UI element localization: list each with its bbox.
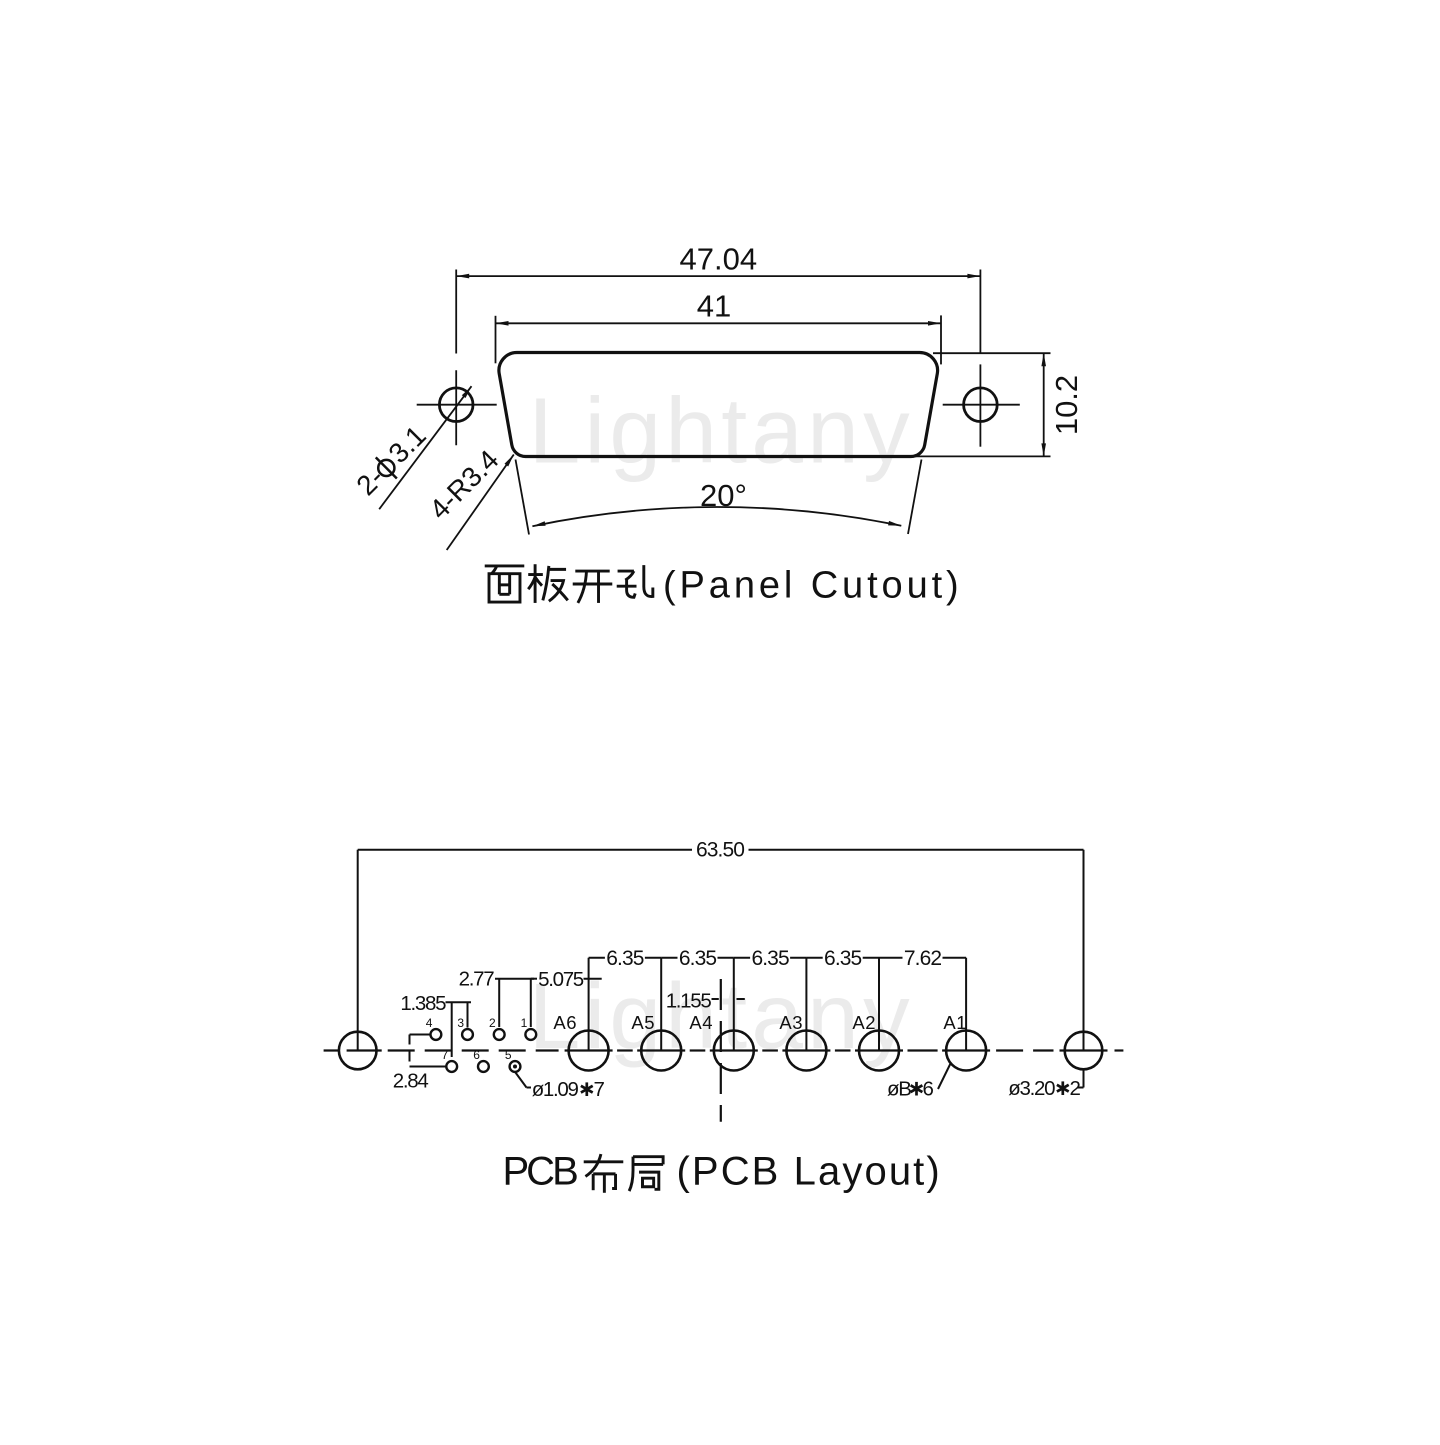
svg-text:A4: A4 — [689, 1012, 713, 1033]
svg-text:10.2: 10.2 — [1049, 375, 1084, 435]
svg-text:3: 3 — [457, 1016, 464, 1030]
svg-text:7: 7 — [594, 1078, 605, 1101]
svg-text:2: 2 — [489, 1016, 496, 1030]
svg-text:ø3.20: ø3.20 — [1008, 1077, 1055, 1100]
svg-text:41: 41 — [697, 289, 731, 324]
svg-text:A1: A1 — [943, 1012, 967, 1033]
svg-text:6.35: 6.35 — [606, 947, 643, 970]
svg-text:A2: A2 — [852, 1012, 876, 1033]
svg-text:4: 4 — [426, 1016, 433, 1030]
svg-text:1: 1 — [521, 1016, 528, 1030]
svg-text:øB: øB — [887, 1078, 911, 1101]
svg-text:47.04: 47.04 — [680, 242, 758, 277]
svg-text:Lightany: Lightany — [529, 379, 914, 483]
svg-text:(PCB Layout): (PCB Layout) — [677, 1150, 942, 1194]
svg-text:A3: A3 — [779, 1012, 803, 1033]
svg-text:1.155: 1.155 — [666, 990, 712, 1013]
svg-text:6.35: 6.35 — [679, 947, 716, 970]
svg-text:2.84: 2.84 — [393, 1070, 429, 1093]
svg-text:5: 5 — [505, 1048, 512, 1062]
svg-text:6.35: 6.35 — [751, 947, 788, 970]
svg-text:7.62: 7.62 — [904, 947, 941, 970]
svg-text:1.385: 1.385 — [400, 992, 446, 1015]
svg-text:6.35: 6.35 — [824, 947, 861, 970]
svg-text:PCB: PCB — [503, 1150, 578, 1194]
svg-text:2.77: 2.77 — [459, 968, 495, 991]
svg-text:2: 2 — [1070, 1077, 1081, 1100]
svg-text:A6: A6 — [553, 1012, 577, 1033]
svg-text:20°: 20° — [700, 478, 747, 513]
svg-text:5.075: 5.075 — [538, 968, 584, 991]
svg-text:63.50: 63.50 — [696, 838, 744, 861]
svg-text:7: 7 — [442, 1048, 449, 1062]
svg-text:(Panel Cutout): (Panel Cutout) — [663, 565, 963, 607]
svg-text:6: 6 — [473, 1048, 480, 1062]
svg-text:A5: A5 — [631, 1012, 655, 1033]
svg-text:6: 6 — [923, 1078, 934, 1101]
svg-text:ø1.09: ø1.09 — [532, 1078, 579, 1101]
